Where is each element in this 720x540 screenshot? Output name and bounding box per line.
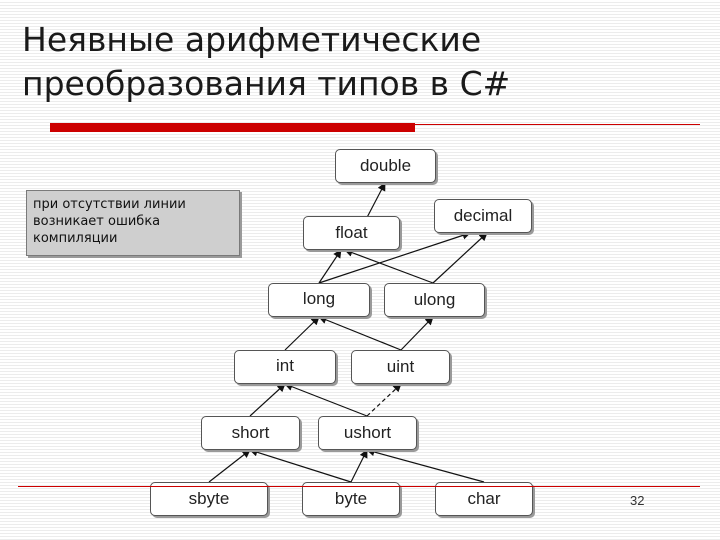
arrow-char-to-ushort [366, 447, 485, 483]
title-line-2: преобразования типов в C# [22, 64, 511, 103]
arrow-sbyte-to-short [208, 449, 251, 483]
compile-error-note: при отсутствии линии возникает ошибка ко… [26, 190, 240, 256]
node-decimal: decimal [434, 199, 532, 233]
node-uint: uint [351, 350, 450, 384]
node-short-label: short [231, 423, 270, 442]
node-ulong: ulong [384, 283, 485, 317]
node-ulong-label: ulong [413, 290, 456, 309]
arrow-long-to-float [318, 249, 342, 284]
node-int: int [234, 350, 336, 384]
arrow-ulong-to-decimal [432, 232, 488, 284]
title-line-1: Неявные арифметические [22, 20, 482, 59]
arrow-byte-to-short [249, 448, 352, 483]
title-divider-line [415, 124, 700, 125]
arrow-int-to-long [284, 316, 320, 351]
node-float-label: float [335, 223, 368, 242]
arrow-ushort-to-int [284, 382, 368, 417]
node-byte-label: byte [334, 489, 368, 508]
node-sbyte-label: sbyte [188, 489, 230, 508]
arrow-byte-to-ushort [350, 449, 368, 483]
node-byte: byte [302, 482, 400, 516]
arrow-long-to-decimal [318, 231, 471, 284]
arrow-uint-to-long [318, 315, 402, 351]
node-char-label: char [467, 489, 501, 508]
node-uint-label: uint [386, 357, 415, 376]
node-ushort-label: ushort [343, 423, 392, 442]
slide-title: Неявные арифметические преобразования ти… [22, 18, 702, 106]
node-long-label: long [302, 289, 336, 308]
node-double: double [335, 149, 436, 183]
node-short: short [201, 416, 300, 450]
arrow-ushort-to-uint [366, 383, 402, 417]
arrow-short-to-int [249, 383, 286, 417]
node-long: long [268, 283, 370, 317]
node-ushort: ushort [318, 416, 417, 450]
node-sbyte: sbyte [150, 482, 268, 516]
node-float: float [303, 216, 400, 250]
node-int-label: int [276, 356, 294, 375]
footer-divider-line [18, 486, 700, 487]
arrow-ulong-to-float [344, 248, 434, 284]
node-char: char [435, 482, 533, 516]
page-number: 32 [630, 493, 645, 508]
node-decimal-label: decimal [453, 206, 513, 225]
title-accent-bar [50, 123, 415, 132]
node-double-label: double [359, 156, 412, 175]
arrow-uint-to-ulong [400, 316, 434, 351]
